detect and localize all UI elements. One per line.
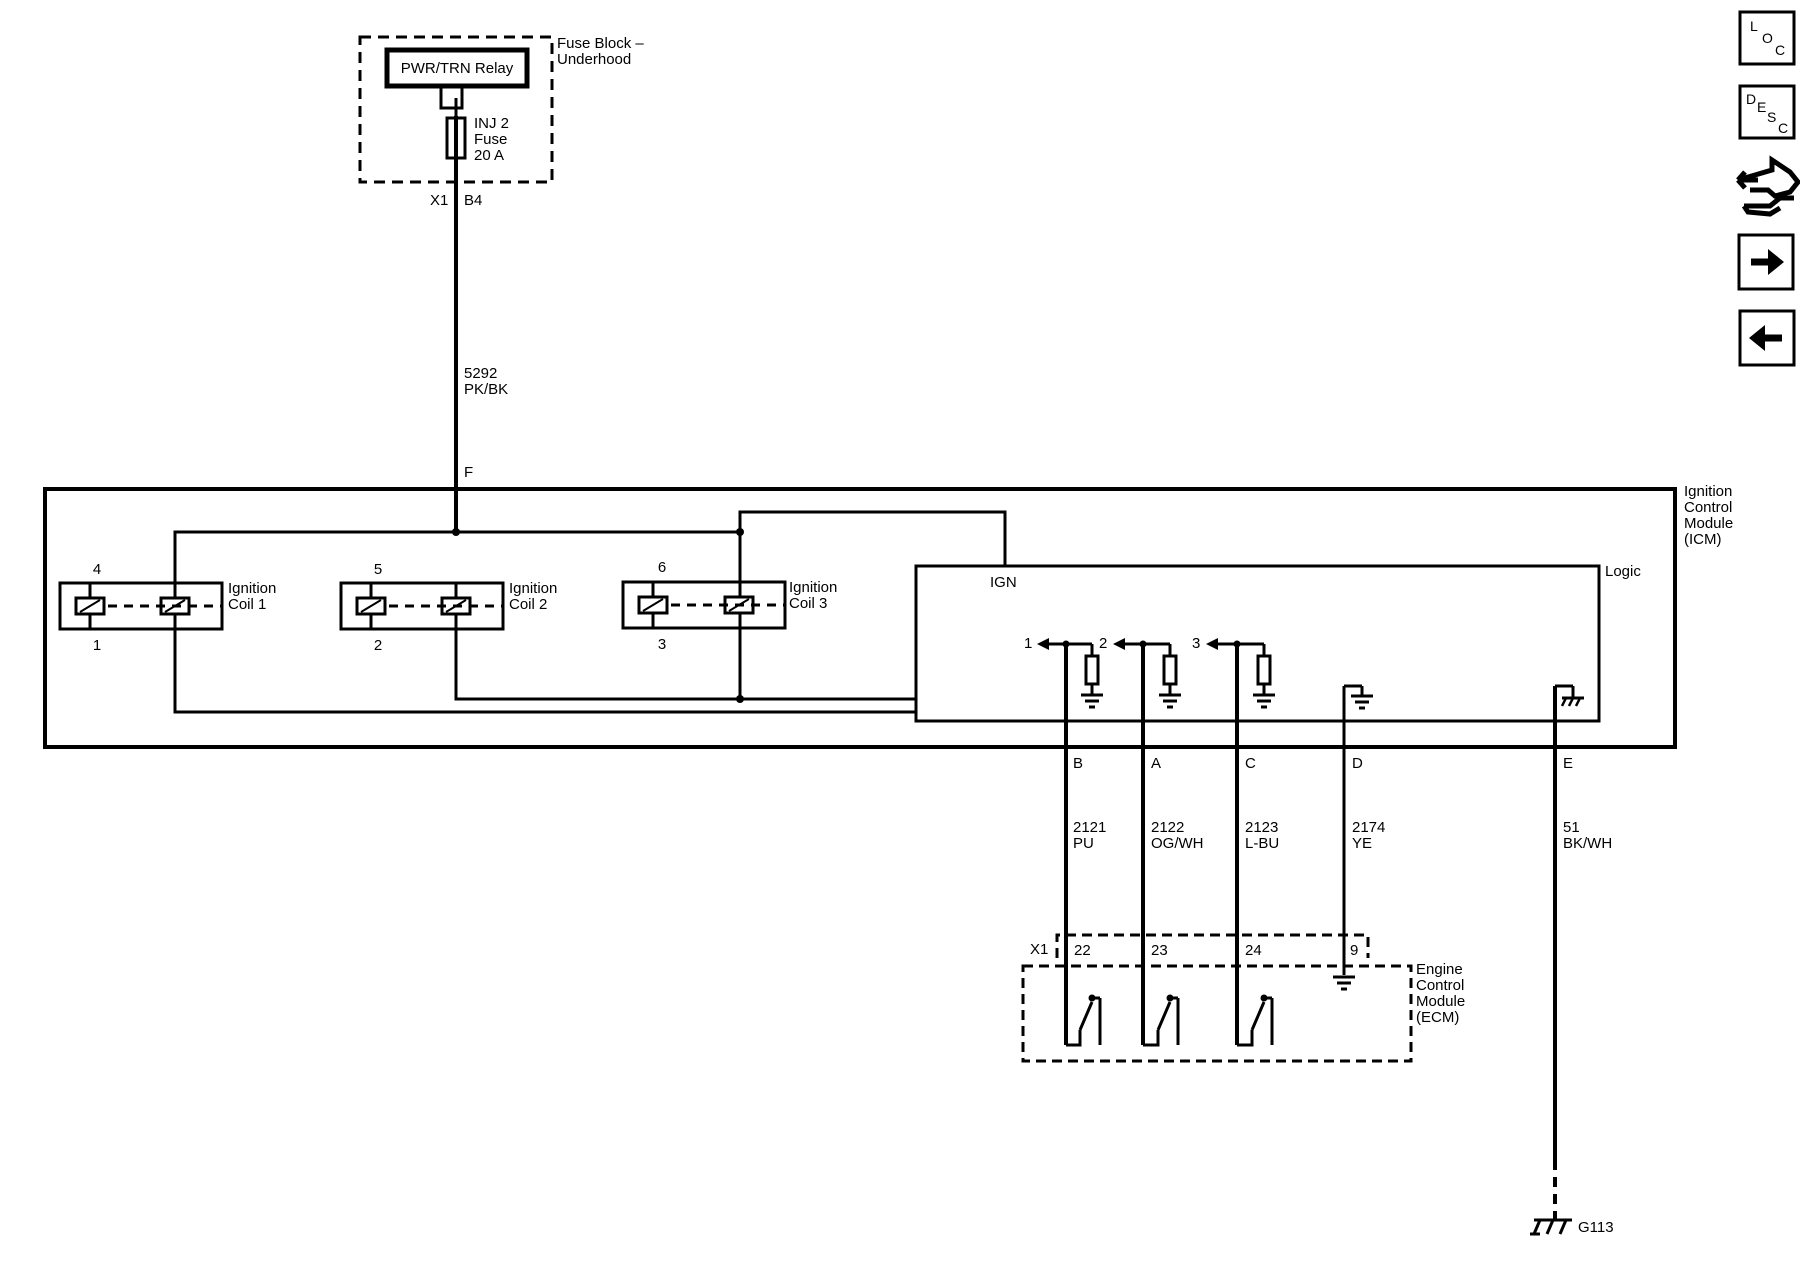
fuse-label-1: INJ 2 (474, 115, 509, 132)
coil-2-bottom-pin: 2 (374, 637, 382, 654)
fuse-block: PWR/TRN Relay Fuse Block – Underhood INJ… (358, 35, 644, 209)
ecm-switch-1 (1066, 994, 1102, 1047)
chassis-ground-icon (1555, 684, 1584, 707)
icm-label-1: Ignition (1684, 483, 1732, 500)
wire-d-terminal: D (1352, 755, 1363, 772)
wire-c-terminal: C (1245, 755, 1256, 772)
wire-e-color: BK/WH (1563, 835, 1612, 852)
coil-3-label-1: Ignition (789, 579, 837, 596)
ground-label: G113 (1578, 1219, 1614, 1236)
resistor-icon (1162, 654, 1178, 686)
ground-symbol-icon (1344, 684, 1373, 710)
feed-wire-terminal: F (464, 464, 473, 481)
arrow-right-icon (1751, 249, 1784, 275)
coil-3-bottom-pin: 3 (658, 636, 666, 653)
next-page-button[interactable] (1737, 233, 1795, 291)
driver-3-label: 3 (1192, 635, 1200, 652)
arrow-left-icon (1749, 325, 1782, 351)
ignition-coil-2: 5 2 Ignition Coil 2 (339, 561, 557, 654)
icm-label-2: Control (1684, 499, 1732, 516)
coil-3-label-2: Coil 3 (789, 595, 827, 612)
loc-letter-c: C (1775, 42, 1785, 58)
ignition-coil-1: 4 1 Ignition Coil 1 (58, 561, 276, 654)
desc-letter-c: C (1778, 120, 1788, 136)
ecm-label-1: Engine (1416, 961, 1463, 978)
wire-b-terminal: B (1073, 755, 1083, 772)
driver-2: 2 (1099, 635, 1181, 709)
coil-1-bottom-pin: 1 (93, 637, 101, 654)
icm-label-3: Module (1684, 515, 1733, 532)
ground-g113: G113 (1530, 1218, 1614, 1236)
loc-button[interactable]: L O C (1738, 10, 1796, 66)
logic-label: Logic (1605, 563, 1641, 580)
fuse-label-3: 20 A (474, 147, 504, 164)
ecm-pin-22: 22 (1074, 942, 1091, 959)
desc-letter-d: D (1746, 91, 1756, 107)
fuse-connector-label: X1 (430, 192, 448, 209)
coil-2-top-pin: 5 (374, 561, 382, 578)
previous-page-button[interactable] (1738, 309, 1796, 367)
wire-d-color: YE (1352, 835, 1372, 852)
wire-a-circuit: 2122 (1151, 819, 1184, 836)
coil-2-label-2: Coil 2 (509, 596, 547, 613)
fuse-block-label-1: Fuse Block – (557, 35, 644, 52)
wire-c-circuit: 2123 (1245, 819, 1278, 836)
wire-b-circuit: 2121 (1073, 819, 1106, 836)
ecm-label-2: Control (1416, 977, 1464, 994)
wire-a-color: OG/WH (1151, 835, 1204, 852)
coil-3-top-pin: 6 (658, 559, 666, 576)
ecm-pin-9: 9 (1350, 942, 1358, 959)
ecm-label-3: Module (1416, 993, 1465, 1010)
driver-1-label: 1 (1024, 635, 1032, 652)
wire-b-color: PU (1073, 835, 1094, 852)
loc-letter-o: O (1762, 30, 1773, 46)
ecm-switch-2 (1143, 994, 1180, 1047)
desc-letter-e: E (1757, 99, 1766, 115)
connector-tool-button[interactable] (1736, 155, 1800, 217)
desc-letter-s: S (1767, 109, 1776, 125)
coil-1-label-1: Ignition (228, 580, 276, 597)
driver-3: 3 (1192, 635, 1275, 709)
feed-wire-color: PK/BK (464, 381, 508, 398)
ecm-switch-3 (1237, 994, 1274, 1047)
coil-2-label-1: Ignition (509, 580, 557, 597)
driver-2-label: 2 (1099, 635, 1107, 652)
coil-1-top-pin: 4 (93, 561, 101, 578)
desc-button[interactable]: D E S C (1738, 84, 1796, 140)
output-wires: B 2121 PU A 2122 OG/WH C 2123 L-BU D 217… (1064, 644, 1612, 1220)
ecm-pin-23: 23 (1151, 942, 1168, 959)
feed-wire: 5292 PK/BK F (454, 116, 508, 532)
driver-1: 1 (1024, 635, 1103, 709)
wire-c-color: L-BU (1245, 835, 1279, 852)
loc-letter-l: L (1750, 18, 1758, 34)
connector-tool-icon (1736, 155, 1800, 217)
ignition-control-module: Ignition Control Module (ICM) 4 1 Igniti… (43, 483, 1733, 749)
resistor-icon (1084, 654, 1100, 686)
chassis-ground-icon (1530, 1218, 1572, 1236)
wire-e-circuit: 51 (1563, 819, 1580, 836)
fuse-terminal-label: B4 (464, 192, 482, 209)
icm-label-4: (ICM) (1684, 531, 1722, 548)
feed-wire-circuit: 5292 (464, 365, 497, 382)
logic-block: Logic IGN 1 2 (914, 563, 1641, 723)
coil-1-label-2: Coil 1 (228, 596, 266, 613)
wire-d-circuit: 2174 (1352, 819, 1385, 836)
resistor-icon (1256, 654, 1272, 686)
wire-a-terminal: A (1151, 755, 1161, 772)
ecm-connector-label: X1 (1030, 941, 1048, 958)
ecm-pin-24: 24 (1245, 942, 1262, 959)
ign-label: IGN (990, 574, 1017, 591)
ecm-label-4: (ECM) (1416, 1009, 1459, 1026)
ecm-ground-icon (1333, 975, 1355, 991)
fuse-label-2: Fuse (474, 131, 507, 148)
wire-e-terminal: E (1563, 755, 1573, 772)
engine-control-module: X1 22 23 24 9 Engine Control Module (ECM… (1021, 933, 1465, 1063)
ignition-coil-3: 6 3 Ignition Coil 3 (621, 559, 837, 653)
fuse-block-label-2: Underhood (557, 51, 631, 68)
relay-label: PWR/TRN Relay (401, 60, 514, 77)
